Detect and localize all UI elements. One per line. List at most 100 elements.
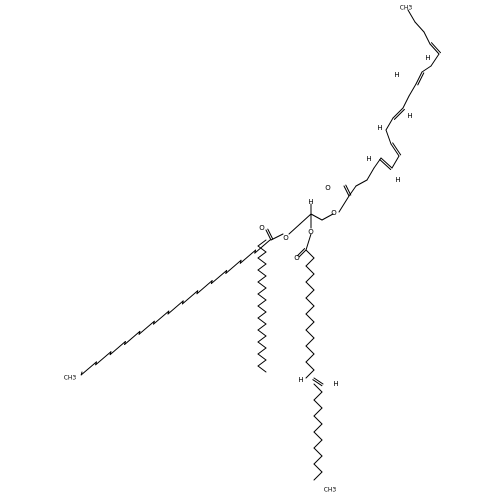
bond-77 <box>312 379 323 387</box>
bond-19 <box>257 299 267 307</box>
bond-103 <box>385 117 394 131</box>
bond-53 <box>95 351 112 366</box>
bond-70 <box>305 329 315 339</box>
bond-88 <box>313 463 323 473</box>
bond-102 <box>385 129 392 145</box>
bond-114 <box>423 31 431 45</box>
bond-26 <box>257 341 267 349</box>
bond-107 <box>408 83 417 97</box>
methyl-label-left: CH3 <box>64 375 77 382</box>
bond-25 <box>257 335 267 343</box>
bond-79 <box>313 391 323 401</box>
hydrogen-alkene-1: H <box>366 155 371 163</box>
bond-58 <box>298 249 307 258</box>
bond-7 <box>265 229 272 241</box>
bond-18 <box>257 293 267 301</box>
hydrogen-alkene-5: H <box>394 71 399 79</box>
hydrogen-alkene-oleyl-1: H <box>298 376 303 384</box>
bond-10 <box>257 245 267 253</box>
bond-62 <box>305 265 315 275</box>
bond-110 <box>421 65 432 73</box>
oxygen-carbonyl-top: O <box>325 184 331 192</box>
bond-64 <box>305 281 315 291</box>
bond-56 <box>80 371 83 376</box>
bond-108 <box>415 71 423 85</box>
bond-2 <box>310 213 323 221</box>
bond-41 <box>181 290 199 305</box>
bond-90 <box>338 195 350 213</box>
bond-12 <box>257 257 267 265</box>
bond-27 <box>257 347 267 355</box>
bond-82 <box>313 415 323 425</box>
bond-86 <box>313 447 323 457</box>
bond-24 <box>257 329 267 337</box>
bond-87 <box>313 455 323 465</box>
bond-84 <box>313 431 323 441</box>
bond-51 <box>109 341 126 356</box>
bond-37 <box>210 269 228 285</box>
bond-106 <box>402 95 410 109</box>
oxygen-carbonyl-middle: O <box>294 254 300 262</box>
hydrogen-alkene-oleyl-2: H <box>333 380 338 388</box>
bond-65 <box>305 289 315 299</box>
bond-3 <box>321 213 334 221</box>
bond-61 <box>305 257 315 267</box>
bond-74 <box>305 361 315 371</box>
bond-47 <box>138 320 155 335</box>
bond-78 <box>313 383 323 393</box>
bond-21 <box>257 311 267 319</box>
bond-73 <box>305 353 315 363</box>
bond-22 <box>257 317 267 325</box>
methyl-label-bottom: CH3 <box>324 487 337 494</box>
bond-43 <box>167 300 184 315</box>
bond-98 <box>379 158 392 170</box>
bond-94 <box>355 179 368 187</box>
bond-85 <box>313 439 323 449</box>
bond-92 <box>345 184 352 196</box>
bond-81 <box>313 407 323 417</box>
bond-14 <box>257 269 267 277</box>
hydrogen-stereo: H <box>308 198 313 206</box>
bond-80 <box>313 399 323 409</box>
bond-31 <box>254 239 271 254</box>
bond-71 <box>305 337 315 347</box>
oxygen-middle-ester: O <box>308 228 314 236</box>
bond-59 <box>297 248 306 257</box>
oxygen-top-ester: O <box>331 209 337 217</box>
bond-83 <box>313 423 323 433</box>
bond-111 <box>430 53 440 67</box>
bond-101 <box>392 142 402 156</box>
bond-95 <box>366 167 375 181</box>
bond-28 <box>257 353 267 361</box>
bond-13 <box>257 263 267 271</box>
hydrogen-alkene-6: H <box>425 54 430 62</box>
bond-104 <box>392 107 404 119</box>
bond-39 <box>196 280 213 295</box>
bond-89 <box>313 471 323 481</box>
hydrogen-alkene-4: H <box>407 112 412 120</box>
bond-17 <box>257 287 267 295</box>
oxygen-carbonyl-left: O <box>259 224 265 232</box>
bond-20 <box>257 305 267 313</box>
bond-91 <box>343 185 350 197</box>
bond-8 <box>267 228 274 240</box>
bond-76 <box>313 377 324 385</box>
bond-113 <box>430 42 441 54</box>
bond-105 <box>393 108 405 120</box>
bond-115 <box>414 21 425 33</box>
bond-69 <box>305 321 315 331</box>
bond-16 <box>257 281 267 289</box>
bond-1 <box>299 213 312 225</box>
bond-75 <box>305 369 315 379</box>
bond-97 <box>380 157 393 169</box>
bond-23 <box>257 323 267 331</box>
bond-109 <box>417 72 425 86</box>
bond-45 <box>153 310 170 325</box>
bond-60 <box>305 249 315 259</box>
bonds <box>80 9 441 481</box>
bond-57 <box>305 233 312 251</box>
oxygen-left-ester: O <box>283 234 289 242</box>
bond-99 <box>391 155 400 169</box>
